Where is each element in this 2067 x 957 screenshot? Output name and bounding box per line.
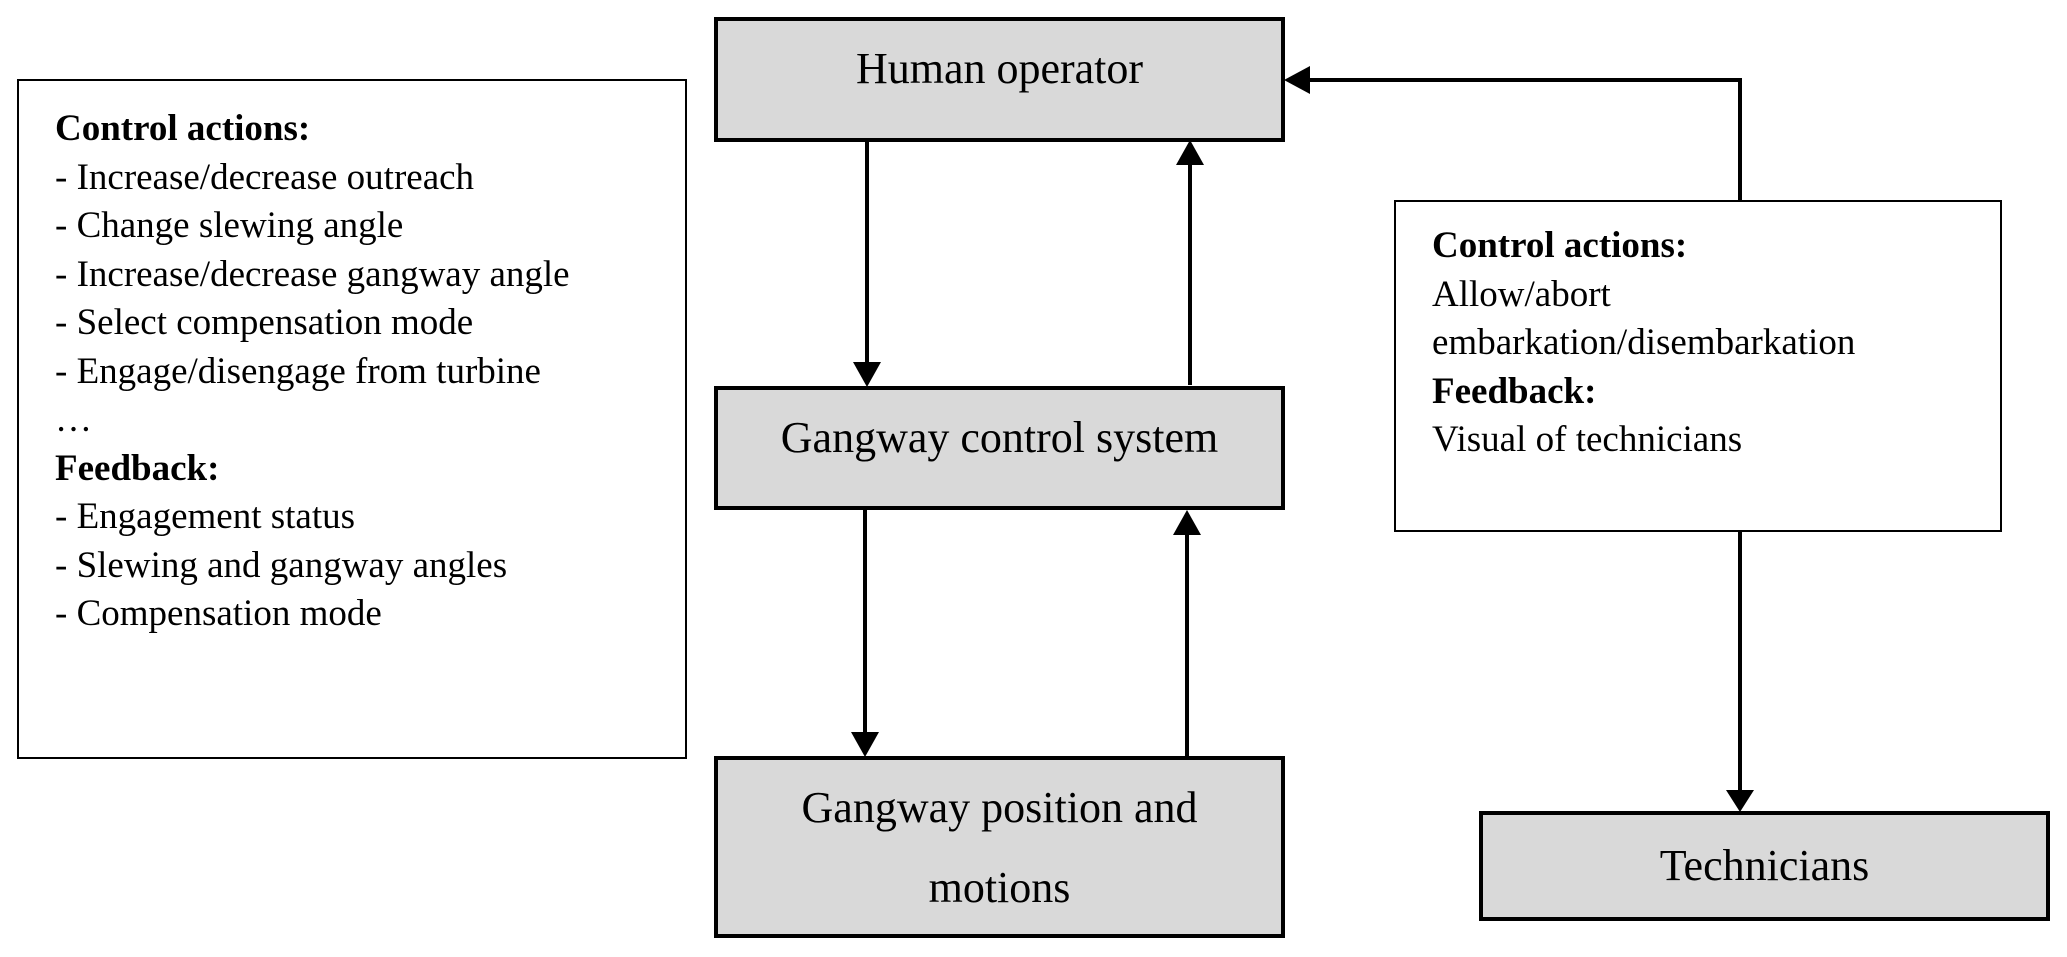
- node-label-line: Gangway position and: [801, 783, 1198, 832]
- arrowhead-icon: [851, 732, 879, 757]
- node-gangway-control-system: Gangway control system: [714, 386, 1285, 510]
- control-action-item: - Select compensation mode: [55, 302, 474, 343]
- control-action-item: Allow/abort: [1432, 273, 1611, 315]
- node-label: Human operator: [855, 44, 1144, 93]
- control-action-item: - Change slewing angle: [55, 205, 404, 246]
- control-actions-heading: Control actions:: [55, 108, 311, 149]
- feedback-item: - Compensation mode: [55, 593, 382, 634]
- arrowhead-icon: [1284, 66, 1310, 94]
- node-technicians: Technicians: [1479, 811, 2050, 921]
- node-label: Technicians: [1659, 841, 1870, 890]
- node-label-line: motions: [928, 863, 1071, 912]
- arrowhead-icon: [1176, 140, 1204, 165]
- node-gangway-position: Gangway position and motions: [714, 756, 1285, 938]
- operator-actions-note: Control actions: - Increase/decrease out…: [17, 79, 687, 759]
- control-action-item: embarkation/disembarkation: [1432, 322, 1856, 363]
- feedback-item: - Engagement status: [55, 496, 356, 537]
- feedback-heading: Feedback:: [55, 447, 220, 489]
- arrowhead-icon: [1173, 510, 1201, 535]
- feedback-item: Visual of technicians: [1432, 419, 1743, 460]
- arrow-technicians-to-operator: [1310, 78, 1742, 200]
- node-human-operator: Human operator: [714, 17, 1285, 142]
- arrowhead-icon: [853, 362, 881, 387]
- arrowhead-icon: [1726, 790, 1754, 812]
- control-actions-heading: Control actions:: [1432, 225, 1688, 266]
- feedback-item: - Slewing and gangway angles: [55, 544, 508, 586]
- control-action-item: - Increase/decrease outreach: [55, 156, 475, 198]
- technician-actions-note: Control actions: Allow/abort embarkation…: [1394, 200, 2002, 532]
- node-label: Gangway control system: [780, 413, 1219, 462]
- control-action-item: - Engage/disengage from turbine: [55, 350, 541, 392]
- control-action-ellipsis: …: [55, 399, 92, 440]
- control-action-item: - Increase/decrease gangway angle: [55, 253, 570, 295]
- feedback-heading: Feedback:: [1432, 370, 1597, 412]
